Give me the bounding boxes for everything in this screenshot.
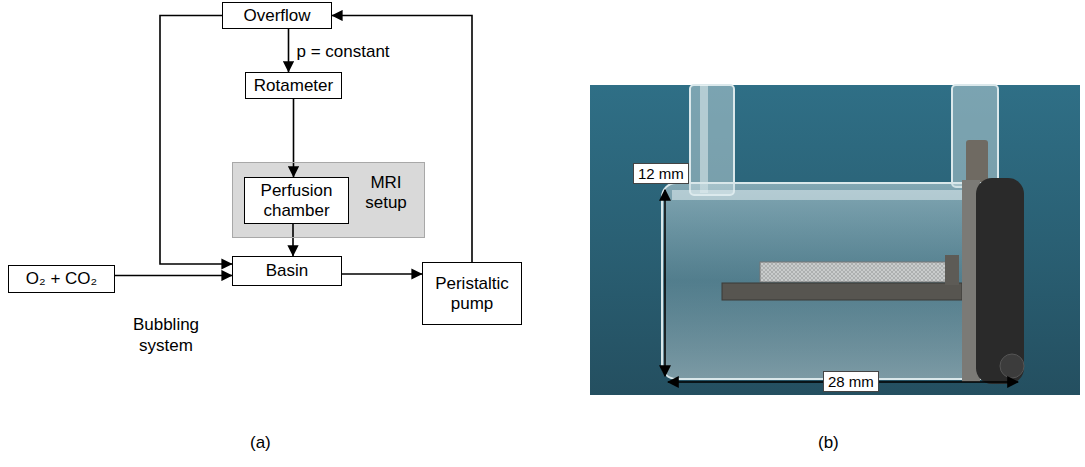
node-text: Basin: [266, 261, 309, 281]
height-dimension: [664, 190, 666, 376]
band-fill: [232, 162, 425, 238]
band-title: MRI setup: [356, 173, 416, 213]
node-text: Overflow: [243, 6, 310, 26]
sample-holder: [722, 283, 962, 300]
dimension-label: 28 mm: [823, 371, 879, 392]
mri-setup-band: MRI setupPerfusion chamber: [232, 162, 425, 238]
flow-arrow: [288, 29, 290, 72]
overflow-box: Overflow: [222, 2, 332, 29]
node-text: Peristaltic pump: [423, 274, 521, 314]
flow-arrow: [292, 224, 294, 256]
basin-box: Basin: [232, 256, 342, 286]
flow-arrow: [293, 99, 295, 177]
sample-mesh: [760, 262, 950, 282]
photo-background: [590, 85, 1080, 395]
panel-label: (b): [818, 432, 839, 453]
edge-label: p = constant: [297, 41, 390, 62]
tube-highlight: [700, 85, 708, 193]
rotameter-box: Rotameter: [245, 72, 342, 99]
cap-screw: [1000, 354, 1024, 378]
flow-arrow: [115, 275, 232, 277]
perfusion-chamber-box: Perfusion chamber: [244, 177, 349, 224]
node-text: O₂ + CO₂: [26, 269, 97, 289]
holder-post: [945, 255, 959, 285]
glass-highlight: [672, 190, 1002, 200]
dimension-label: 12 mm: [633, 163, 689, 184]
node-text: Rotameter: [254, 76, 333, 96]
flow-arrow: [342, 273, 422, 275]
node-text: Perfusion chamber: [245, 181, 348, 221]
flow-arrow: [160, 16, 232, 265]
inlet-tube: [690, 85, 734, 195]
bubbling-label: Bubbling system: [116, 314, 216, 356]
panel-label: (a): [250, 432, 271, 453]
gas-supply-box: O₂ + CO₂: [8, 265, 115, 293]
chamber-body: [662, 183, 1012, 379]
tube-fitting: [966, 140, 988, 185]
pump-box: Peristaltic pump: [422, 262, 522, 325]
outlet-tube: [952, 85, 998, 187]
end-cap: [976, 178, 1024, 384]
